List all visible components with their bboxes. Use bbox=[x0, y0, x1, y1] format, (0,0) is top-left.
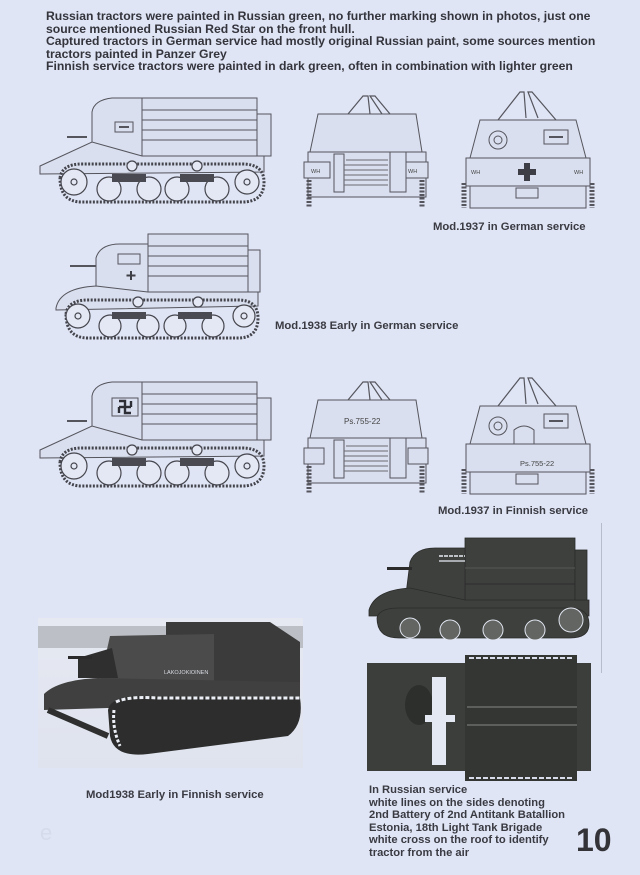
intro-text: Russian tractors were painted in Russian… bbox=[46, 10, 626, 73]
intro-paragraph-german: Captured tractors in German service had … bbox=[46, 34, 596, 61]
tractor-side-drawing bbox=[39, 97, 272, 204]
russian-service-notes: In Russian service white lines on the si… bbox=[369, 784, 566, 859]
side-view-mod1938-early-german bbox=[48, 230, 270, 345]
faint-mark: e bbox=[40, 820, 53, 845]
registration-plate-front: Ps.755-22 bbox=[520, 459, 554, 468]
registration-plate-rear: Ps.755-22 bbox=[344, 417, 381, 426]
caption-mod1938-early-german: Mod.1938 Early in German service bbox=[275, 320, 459, 332]
white-roof-cross-icon bbox=[425, 677, 455, 765]
side-view-mod1937-german bbox=[32, 92, 277, 210]
front-view-mod1937-german: WH WH bbox=[458, 88, 598, 210]
caption-mod1938-early-finnish: Mod1938 Early in Finnish service bbox=[86, 789, 264, 801]
side-view-russian-service bbox=[365, 534, 593, 642]
intro-paragraph-finnish: Finnish service tractors were painted in… bbox=[46, 59, 573, 74]
caption-mod1937-german: Mod.1937 in German service bbox=[433, 221, 586, 233]
german-cross-icon bbox=[126, 271, 136, 280]
svg-text:WH: WH bbox=[471, 170, 480, 176]
wh-marking-left: WH bbox=[311, 169, 320, 175]
wh-marking-right: WH bbox=[408, 169, 417, 175]
rear-view-mod1937-german: WH WH bbox=[298, 90, 433, 210]
front-view-mod1937-finnish: Ps.755-22 bbox=[458, 374, 598, 496]
white-lines-marking bbox=[439, 555, 465, 562]
german-cross-icon bbox=[518, 163, 536, 181]
page-number: 10 bbox=[576, 822, 612, 858]
photo-mod1938-early-finnish: LAKOJOKIOINEN bbox=[38, 618, 303, 768]
side-view-mod1937-finnish bbox=[32, 376, 277, 496]
photo-hull-text: LAKOJOKIOINEN bbox=[164, 670, 208, 676]
intro-paragraph-russian: Russian tractors were painted in Russian… bbox=[46, 9, 591, 36]
hakaristi-icon bbox=[117, 399, 133, 415]
svg-text:WH: WH bbox=[574, 170, 583, 176]
fold-line bbox=[601, 523, 602, 673]
caption-mod1937-finnish: Mod.1937 in Finnish service bbox=[438, 505, 589, 517]
top-view-russian-service bbox=[367, 655, 591, 781]
rear-view-mod1937-finnish: Ps.755-22 bbox=[298, 376, 433, 496]
